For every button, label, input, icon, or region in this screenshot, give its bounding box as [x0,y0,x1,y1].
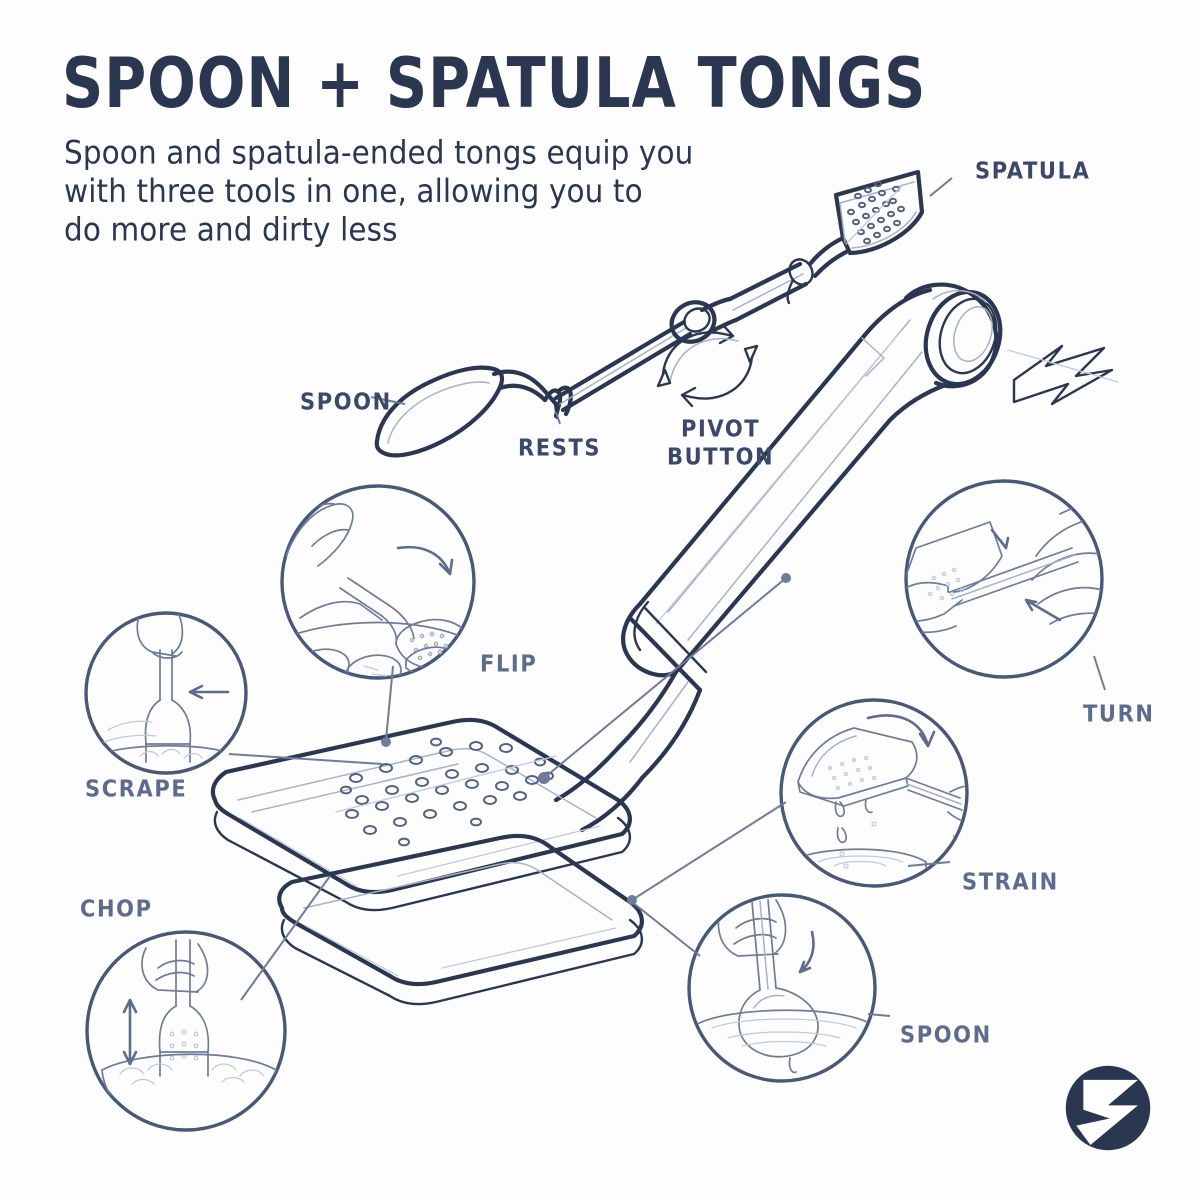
numeral-three-logo [1065,1065,1151,1151]
label-pivot-button-line1: PIVOT [680,415,761,442]
subtitle-line-2: with three tools in one, allowing you to [64,172,643,210]
pivot-rotation-arrow [656,323,759,408]
label-spoon-use: SPOON [900,1021,992,1048]
label-strain: STRAIN [962,868,1059,895]
page-subtitle: Spoon and spatula-ended tongs equip you … [64,134,824,250]
scrape-inset [84,611,248,775]
subtitle-line-3: do more and dirty less [64,211,398,249]
label-chop: CHOP [80,895,153,922]
turn-inset [904,479,1104,679]
spoon-inset [687,893,877,1083]
label-pivot-button-line2: BUTTON [667,443,775,470]
large-spatula-perforations [340,737,554,847]
label-scrape: SCRAPE [85,775,188,802]
label-turn: TURN [1083,700,1155,727]
flip-inset [280,484,476,680]
subtitle-line-1: Spoon and spatula-ended tongs equip you [64,134,694,172]
callout-leader-lines [228,177,1106,1017]
label-pivot-button: PIVOT BUTTON [667,415,774,471]
label-spoon-part: SPOON [300,388,392,415]
page-title: SPOON + SPATULA TONGS [62,42,927,124]
label-flip: FLIP [480,650,538,677]
label-spatula: SPATULA [975,157,1091,184]
large-spatula-blade [210,717,632,912]
main-tong-arm [553,282,1003,833]
chop-inset [85,930,287,1132]
handle-end-arrow [1007,344,1119,406]
large-spoon-blade [277,833,644,1006]
label-rests: RESTS [518,434,602,461]
